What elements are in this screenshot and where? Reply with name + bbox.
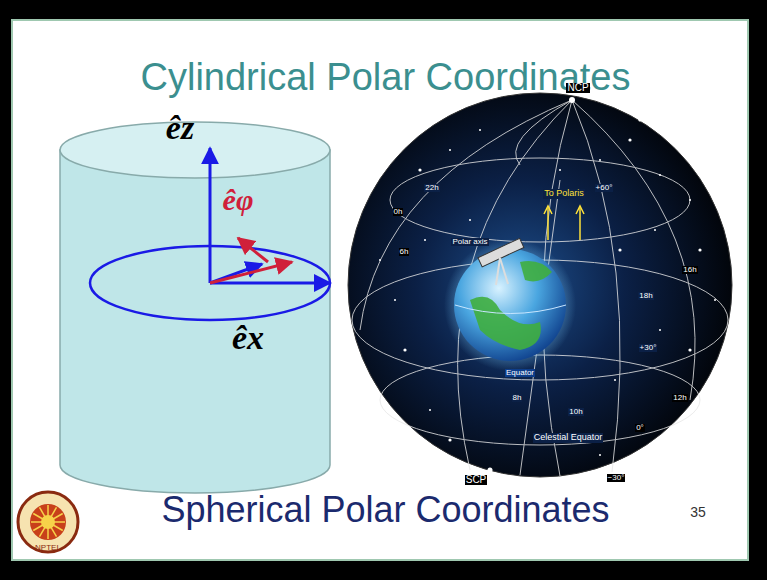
page-number: 35 <box>690 505 706 520</box>
sky-label: Celestial Equator <box>533 433 604 442</box>
cylinder <box>60 122 330 493</box>
hour-label: 6h <box>399 248 410 256</box>
slide-ground <box>12 20 748 560</box>
sky-label: Polar axis <box>451 238 488 246</box>
nptel-logo <box>18 492 78 552</box>
declination-label: +60° <box>595 184 614 192</box>
declination-label: −30° <box>607 474 626 482</box>
logo-text: NPTEL <box>35 544 61 552</box>
pole-label: NCP <box>566 83 589 94</box>
unit-vector-label: êφ <box>223 184 254 216</box>
hour-label: 10h <box>568 408 583 416</box>
hour-label: 18h <box>638 292 653 300</box>
celestial-sphere <box>348 93 732 477</box>
unit-vector-label: êz <box>166 110 194 146</box>
hour-label: 16h <box>682 266 697 274</box>
sky-label: To Polaris <box>543 189 585 198</box>
earth-label: Equator <box>505 369 535 377</box>
unit-vector-label: êx <box>232 320 264 356</box>
declination-label: +30° <box>639 344 658 352</box>
hour-label: 12h <box>672 394 687 402</box>
hour-label: 22h <box>424 184 439 192</box>
slide-title: Cylindrical Polar Coordinates <box>141 57 631 99</box>
declination-label: 0° <box>635 424 645 432</box>
pole-label: SCP <box>465 475 488 486</box>
hour-label: 8h <box>512 394 523 402</box>
hour-label: 0h <box>393 208 404 216</box>
slide-caption: Spherical Polar Coordinates <box>161 490 609 530</box>
